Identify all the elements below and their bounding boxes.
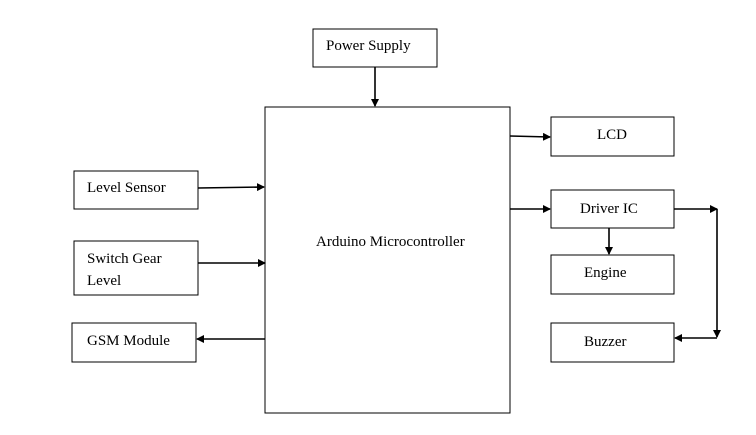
engine-label: Engine (584, 265, 627, 281)
arrow-level-sensor-to-microcontroller (197, 183, 265, 192)
power-supply-block: Power Supply (312, 28, 438, 68)
buzzer-label: Buzzer (584, 334, 626, 350)
engine-block: Engine (550, 254, 675, 295)
lcd-label: LCD (597, 127, 627, 143)
switch-gear-label-line1: Switch Gear (87, 251, 162, 267)
gsm-module-label: GSM Module (87, 333, 170, 349)
switch-gear-block: Switch Gear Level (73, 240, 199, 296)
level-sensor-block: Level Sensor (73, 170, 199, 210)
driver-ic-label: Driver IC (580, 201, 638, 217)
gsm-module-block: GSM Module (71, 322, 197, 363)
arrow-microcontroller-to-lcd (509, 132, 551, 141)
power-supply-label: Power Supply (326, 38, 411, 54)
level-sensor-label: Level Sensor (87, 180, 166, 196)
lcd-block: LCD (550, 116, 675, 157)
driver-ic-block: Driver IC (550, 189, 675, 229)
microcontroller-label: Arduino Microcontroller (316, 234, 465, 250)
microcontroller-block: Arduino Microcontroller (264, 106, 511, 414)
switch-gear-label-line2: Level (87, 273, 121, 289)
buzzer-block: Buzzer (550, 322, 675, 363)
